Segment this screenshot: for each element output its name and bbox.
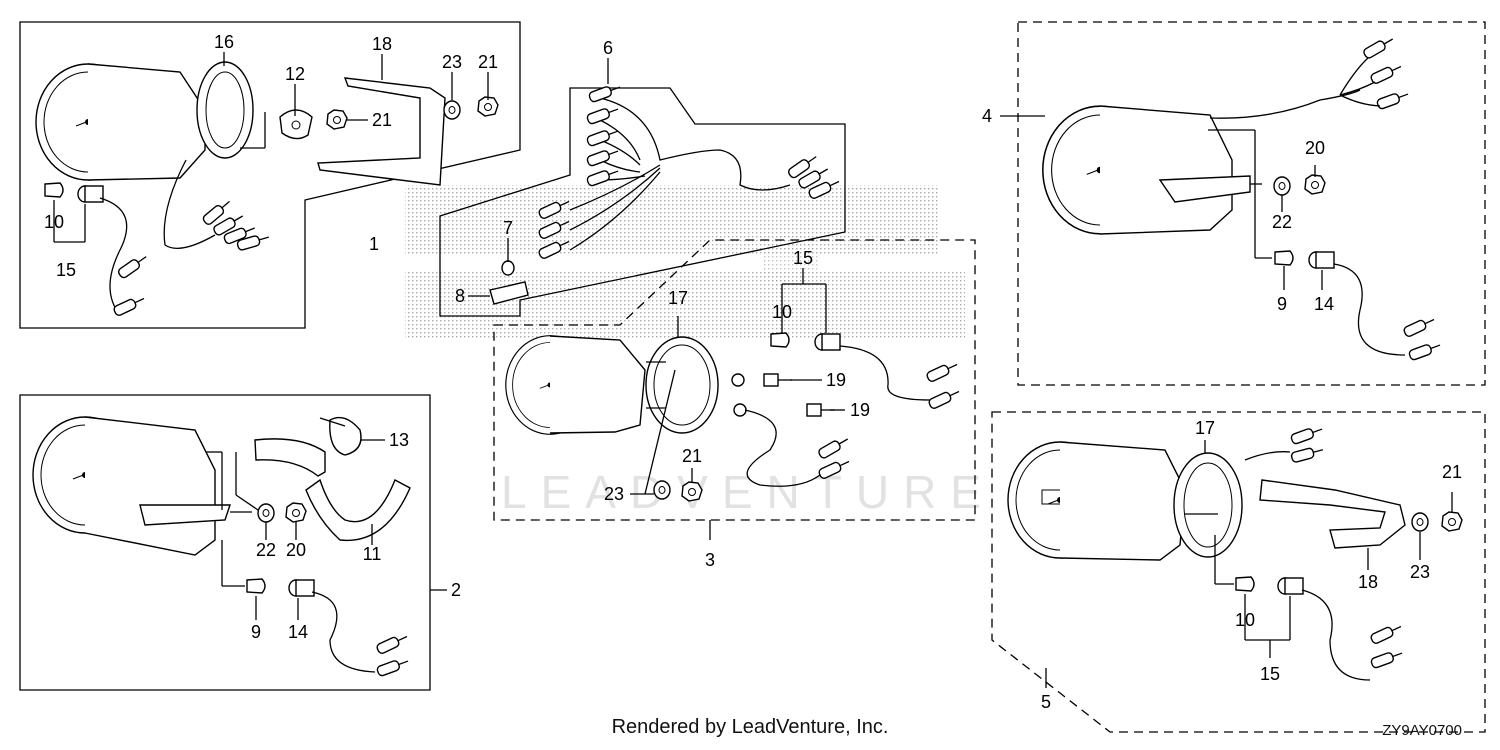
drawing-code: ZY9AY0700: [1382, 722, 1462, 739]
callout-22-a: 22: [256, 540, 276, 560]
callout-15-c: 15: [1260, 664, 1280, 684]
rendered-by-caption: Rendered by LeadVenture, Inc.: [611, 716, 889, 738]
callout-13: 13: [389, 430, 409, 450]
callout-7: 7: [503, 218, 513, 238]
callout-4: 4: [982, 106, 992, 126]
callout-2: 2: [451, 580, 461, 600]
callout-12: 12: [285, 64, 305, 84]
callout-23-a: 23: [442, 52, 462, 72]
assembly-5-gauge-kit: [991, 411, 1486, 733]
callout-labels: 16 12 18 23 21 21 10 15 1 6 7 8 17 15 10…: [44, 32, 1462, 712]
callout-20-b: 20: [1305, 138, 1325, 158]
callout-10-c: 10: [1235, 610, 1255, 630]
callout-8: 8: [455, 286, 465, 306]
callout-9-b: 9: [1277, 294, 1287, 314]
callout-18-b: 18: [1358, 572, 1378, 592]
callout-14-a: 14: [288, 622, 308, 642]
callout-21-a: 21: [478, 52, 498, 72]
callout-10-a: 10: [44, 212, 64, 232]
assembly-6-harness: [439, 58, 846, 317]
callout-20-a: 20: [286, 540, 306, 560]
callout-5: 5: [1041, 692, 1051, 712]
callout-11: 11: [363, 544, 382, 564]
callout-19-a: 19: [826, 370, 846, 390]
callout-21-b: 21: [372, 110, 392, 130]
assembly-4-gauge-kit: [1000, 21, 1486, 386]
callout-21-c: 21: [682, 446, 702, 466]
callout-15-a: 15: [56, 260, 76, 280]
callout-23-b: 23: [604, 484, 624, 504]
callout-3: 3: [705, 550, 715, 570]
watermark-text: LEADVENTURE: [501, 466, 995, 518]
callout-15-b: 15: [793, 248, 813, 268]
callout-19-b: 19: [850, 400, 870, 420]
callout-17-a: 17: [668, 288, 688, 308]
callout-23-c: 23: [1410, 562, 1430, 582]
callout-6: 6: [603, 38, 613, 58]
callout-21-d: 21: [1442, 462, 1462, 482]
callout-17-b: 17: [1195, 418, 1215, 438]
assembly-1-speedometer-kit: [19, 21, 521, 329]
callout-14-b: 14: [1314, 294, 1334, 314]
assembly-2-gauge-kit: [19, 394, 447, 691]
watermark-graphic: [405, 185, 965, 340]
callout-1: 1: [369, 234, 379, 254]
assembly-3-gauge-kit: [493, 239, 976, 540]
callout-22-b: 22: [1272, 212, 1292, 232]
callout-9-a: 9: [251, 622, 261, 642]
callout-10-b: 10: [772, 302, 792, 322]
callout-16: 16: [214, 32, 234, 52]
callout-18-a: 18: [372, 34, 392, 54]
